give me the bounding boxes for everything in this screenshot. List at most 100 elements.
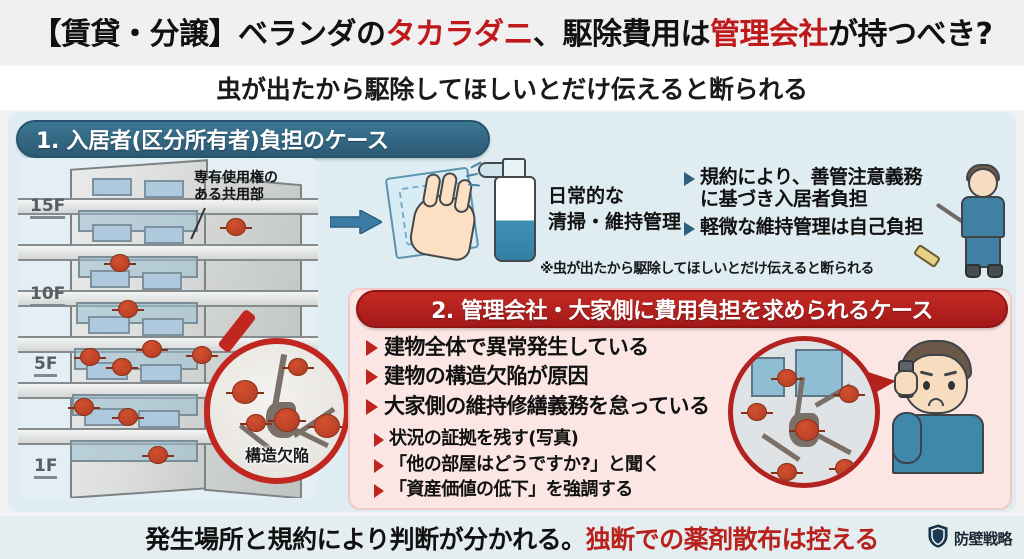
worker-boot [987,264,1003,278]
daily-cleaning-caption-line2: 清掃・維持管理 [548,210,682,233]
title-part3: が持つべき? [828,17,993,52]
window [142,318,184,336]
mite-icon [833,385,865,403]
section1-bullet-2-label: 軽微な維持管理は自己負担 [700,215,924,238]
window [92,178,132,196]
window [142,272,182,290]
triangle-bullet-icon [366,398,378,415]
section2-sub-bullet-2: 「他の部屋はどうですか?」と聞く [374,454,734,477]
window [88,316,130,334]
building-illustration: 15F 10F 5F 1F [18,158,318,498]
mite-icon [68,398,100,416]
mite-icon [104,254,136,272]
worker-with-broom-icon [912,164,1018,278]
mite-icon [771,463,803,481]
section1-bullet-1-cont: に基づき入居者負担 [684,188,952,212]
window [90,270,130,288]
mite-icon [240,414,272,432]
subtitle-text: 虫が出たから駆除してほしいとだけ伝えると断られる [216,75,808,104]
blue-arrow-icon [329,208,384,236]
worried-caller-icon [886,340,1006,490]
worker-boot [965,264,981,278]
page-title: 【賃貸・分譲】ベランダのタカラダニ、駆除費用は管理会社が持つべき? [32,9,993,53]
section2-bullet-list: 建物全体で異常発生している 建物の構造欠陥が原因 大家側の維持修繕義務を怠ってい… [366,334,766,422]
mite-icon [268,408,306,432]
mite-icon [771,369,803,387]
daily-cleaning-caption-line1: 日常的な [548,185,625,207]
mite-icon [142,446,174,464]
window [140,364,182,382]
triangle-bullet-icon [366,340,378,356]
caller-eye [923,381,930,390]
floor-label-10f: 10F [30,286,66,307]
mite-icon [112,408,144,426]
exclusive-use-area-label-line1: 専有使用権の [194,170,278,186]
mite-icon [282,358,314,376]
worker-head [968,168,998,198]
section2-sub-bullet-3: 「資産価値の低下」を強調する [374,479,734,502]
section2-sub-bullet-2-label: 「他の部屋はどうですか?」と聞く [389,453,660,475]
section2-header-label: 2. 管理会社・大家側に費用負担を求められるケース [431,299,933,324]
section1-bullet-1-cont-label: に基づき入居者負担 [700,187,868,210]
subtitle-bar: 虫が出たから駆除してほしいとだけ伝えると断られる [0,66,1024,110]
section2-bullet-3-label: 大家側の維持修繕義務を怠っている [384,393,710,418]
section2-sub-bullet-1: 状況の証拠を残す(写真) [374,428,734,451]
section1-bullet-1: 規約により、善管注意義務 [684,166,952,190]
crack-shape [814,431,852,456]
title-highlight-takaradani: タカラダニ [385,17,534,52]
title-bar: 【賃貸・分譲】ベランダのタカラダニ、駆除費用は管理会社が持つべき? [0,0,1024,62]
section2-bullet-1-label: 建物全体で異常発生している [384,335,649,359]
window [92,224,132,242]
mite-icon [74,348,106,366]
window [144,180,184,198]
caller-mouth [928,398,944,406]
brand-logo: 防壁戦略 [928,524,1013,552]
mite-icon [789,419,825,441]
exclusive-use-area-label: 専有使用権の ある共用部 [194,170,324,204]
section1-note: ※虫が出たから駆除してほしいとだけ伝えると断られる [540,261,874,277]
section1-bullet-1-label: 規約により、善管注意義務 [700,166,923,188]
balcony-glass [70,440,198,462]
mite-icon [112,300,144,318]
exclusive-use-area-label-line2: ある共用部 [194,186,264,203]
daily-cleaning-caption: 日常的な 清掃・維持管理 [548,184,708,235]
section2-sub-bullet-1-label: 状況の証拠を残す(写真) [389,428,579,449]
footer-text: 発生場所と規約により判断が分かれる。独断での薬剤散布は控える [145,520,879,556]
triangle-bullet-icon [374,458,384,473]
triangle-bullet-icon [684,221,695,236]
title-highlight-kanri: 管理会社 [710,17,829,52]
mite-icon [829,459,861,477]
caller-hand [894,370,918,396]
footer-bar: 発生場所と規約により判断が分かれる。独断での薬剤散布は控える [0,516,1024,559]
section1-header: 1. 入居者(区分所有者)負担のケース [16,120,490,158]
mite-icon [220,218,252,236]
speech-bubble-cracked-wall [728,336,880,488]
section2-bullet-2-label: 建物の構造欠陥が原因 [384,364,589,389]
section2-bullet-2: 建物の構造欠陥が原因 [366,363,766,390]
mite-icon [226,380,264,404]
triangle-bullet-icon [684,172,695,186]
floor-label-1f: 1F [34,458,58,479]
floor-label-5f: 5F [34,356,58,377]
section2-header: 2. 管理会社・大家側に費用負担を求められるケース [356,290,1008,328]
magnifier-structural-defect: 構造欠陥 [204,338,350,484]
section2-bullet-3: 大家側の維持修繕義務を怠っている [366,393,766,420]
title-part2: 、駆除費用は [533,17,711,52]
triangle-bullet-icon [374,484,384,498]
magnifier-label: 構造欠陥 [244,446,309,465]
triangle-bullet-icon [366,369,378,386]
section1-header-label: 1. 入居者(区分所有者)負担のケース [36,129,389,154]
mite-icon [106,358,138,376]
shield-icon [928,524,948,552]
footer-text-black: 発生場所と規約により判断が分かれる。 [145,524,586,554]
section2-sub-bullet-3-label: 「資産価値の低下」を強調する [389,479,633,500]
caller-eye [948,381,955,390]
title-part1: 【賃貸・分譲】ベランダの [31,17,387,52]
section1-body: 15F 10F 5F 1F 専有使用権の ある共用部 構造欠陥 [8,158,1018,498]
spray-bottle-icon [494,176,536,262]
caller-arm [892,412,922,464]
mite-icon [136,340,168,358]
section2-bullet-1: 建物全体で異常発生している [366,334,766,361]
mite-icon [186,346,218,364]
